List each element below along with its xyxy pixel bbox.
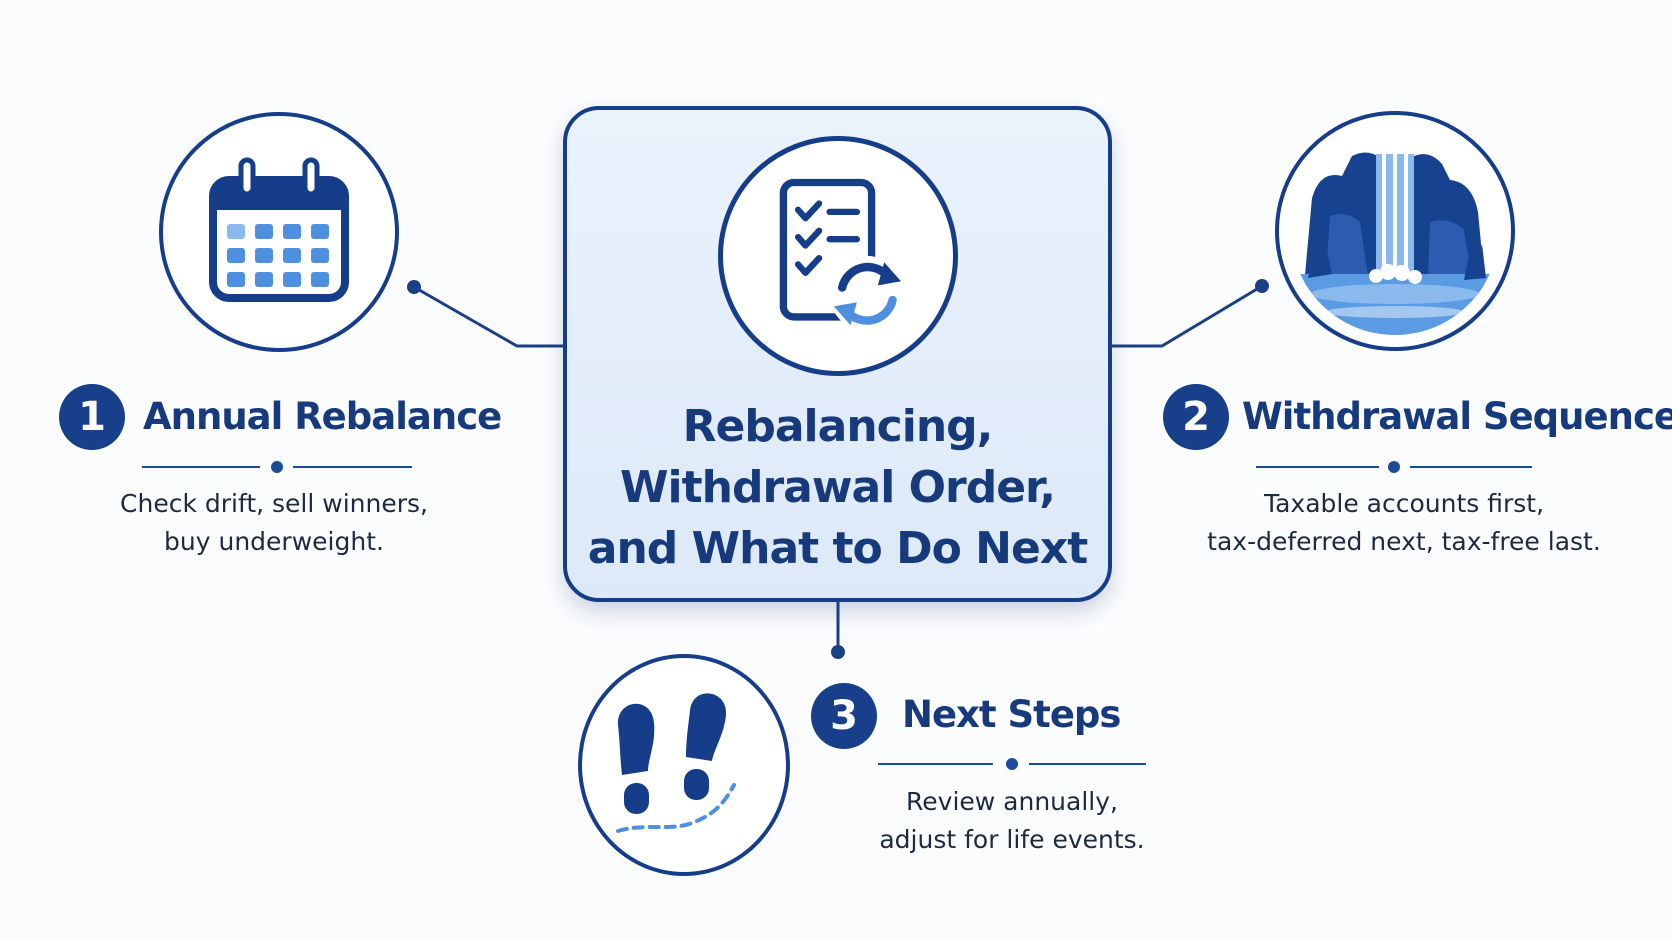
calendar-icon: [209, 157, 349, 302]
step-1-divider: [142, 460, 412, 474]
step-2-description: Taxable accounts first, tax-deferred nex…: [1207, 489, 1601, 556]
connector-dot-step-2: [1255, 279, 1269, 293]
step-3-icon-circle: [578, 654, 790, 876]
step-2-divider: [1256, 460, 1532, 474]
step-2-number-badge: 2: [1163, 384, 1229, 450]
step-3-description: Review annually, adjust for life events.: [879, 787, 1145, 854]
connector-step-1: [413, 285, 566, 348]
connector-step-2: [1110, 284, 1263, 348]
step-1-number-badge: 1: [59, 384, 125, 450]
step-2-icon-circle: [1275, 111, 1515, 351]
waterfall-icon: [1291, 152, 1499, 335]
connector-dot-step-3: [831, 645, 845, 659]
step-3-number-badge: 3: [811, 683, 877, 749]
center-title: Rebalancing, Withdrawal Order, and What …: [587, 401, 1088, 574]
step-2-title: Withdrawal Sequence: [1242, 395, 1672, 438]
footprints-icon: [616, 693, 736, 833]
checklist-refresh-icon: [779, 178, 906, 332]
center-icon-circle: [718, 136, 958, 376]
step-3-title: Next Steps: [902, 693, 1121, 736]
step-1-description: Check drift, sell winners, buy underweig…: [120, 489, 428, 556]
step-1-title: Annual Rebalance: [143, 395, 502, 438]
step-3-divider: [878, 757, 1146, 771]
connector-dot-step-1: [407, 280, 421, 294]
center-topic-card: Rebalancing, Withdrawal Order, and What …: [563, 106, 1112, 602]
step-1-icon-circle: [159, 112, 399, 352]
